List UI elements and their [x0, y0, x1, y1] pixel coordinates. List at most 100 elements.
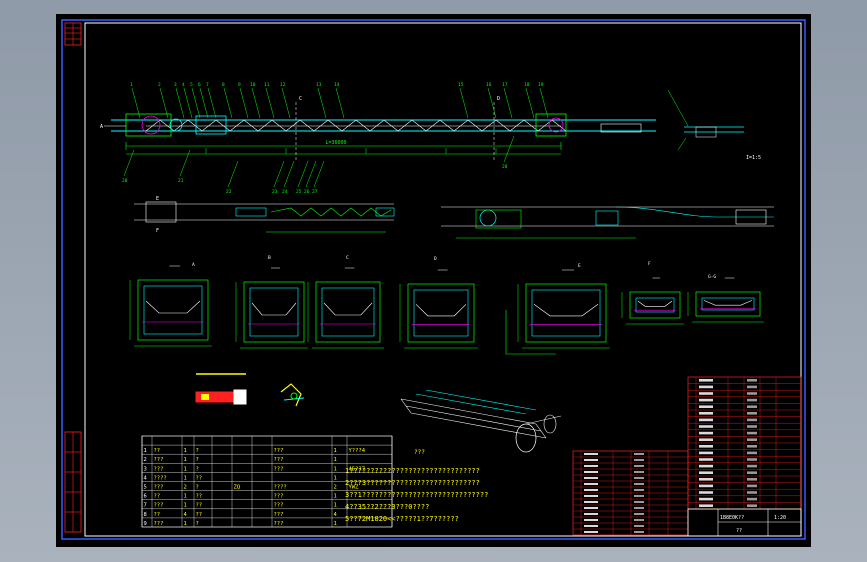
parts-table-cell: ???	[274, 503, 284, 509]
parts-table-cell: ???	[274, 457, 284, 463]
parts-table-cell: ??	[196, 512, 203, 518]
parts-table-cell: YWZ	[349, 485, 360, 491]
parts-table-cell: 1	[184, 494, 187, 500]
bill-of-materials	[572, 376, 802, 536]
leader-balloon-bottom: 24	[282, 189, 288, 195]
leader-balloon-bottom: 28	[502, 164, 508, 170]
leader-balloon-top: 4	[182, 82, 185, 88]
parts-table-cell: 2	[334, 485, 337, 491]
isometric-frame-detail[interactable]	[400, 389, 562, 453]
parts-table-cell: 9	[144, 521, 147, 527]
plan-view-right[interactable]	[441, 206, 774, 239]
parts-table-cell: ?	[196, 485, 199, 491]
cross-section-label: G-G	[708, 274, 716, 280]
parts-table-cell: 3	[144, 466, 147, 472]
parts-table-cell: ZQ	[234, 485, 241, 491]
parts-table-cell: ????	[274, 485, 287, 491]
leader-balloon-top: 14	[334, 82, 340, 88]
cross-section-view[interactable]	[517, 269, 610, 349]
parts-table-cell: 2	[184, 485, 187, 491]
leader-balloon-top: 18	[524, 82, 530, 88]
cross-section-label: A	[192, 262, 195, 268]
section-label-f: F	[156, 228, 159, 234]
tech-req-line-5: 5??72M1820<<?????1??7??????	[345, 515, 459, 523]
parts-table-cell: ?	[196, 466, 199, 472]
parts-table-cell: 1	[144, 448, 147, 454]
leader-balloon-bottom: 22	[226, 189, 232, 195]
cross-section-view[interactable]	[399, 269, 478, 349]
parts-table-cell: ???	[274, 466, 284, 472]
leader-balloon-top: 17	[502, 82, 508, 88]
cross-section-view[interactable]	[235, 267, 308, 349]
leader-balloon-top: 1	[130, 82, 133, 88]
parts-table-cell: 1	[184, 503, 187, 509]
title-block-scale: 1:20	[774, 515, 786, 521]
parts-table-cell: 6	[144, 494, 147, 500]
parts-table-cell: 1	[334, 448, 337, 454]
leader-balloon-bottom: 20	[122, 178, 128, 184]
parts-table-cell: ?	[196, 457, 199, 463]
cross-section-view[interactable]	[129, 265, 212, 347]
plan-view-left[interactable]: E F	[134, 196, 395, 234]
leader-balloon-bottom: 26	[304, 189, 310, 195]
parts-table-cell: ??	[154, 494, 161, 500]
bracket-detail[interactable]	[280, 383, 305, 407]
leader-balloon-top: 6	[198, 82, 201, 88]
parts-table-cell: 7	[144, 503, 147, 509]
parts-table-cell: ???	[154, 466, 164, 472]
parts-table-cell: ???	[154, 503, 164, 509]
cross-section-label: E	[578, 263, 581, 269]
parts-table-cell: ?	[196, 448, 199, 454]
parts-table-cell: ????	[154, 475, 167, 481]
leader-balloon-top: 7	[206, 82, 209, 88]
leader-balloon-top: 2	[158, 82, 161, 88]
parts-table-cell: Y???4	[349, 448, 366, 454]
parts-table-cell: ??	[154, 448, 161, 454]
cross-section-label: B	[268, 255, 271, 261]
left-margin-strip-top	[64, 22, 82, 46]
view-detail-label: I=1:5	[746, 155, 761, 161]
cross-section-view[interactable]	[687, 277, 764, 323]
parts-table-cell: 45??7	[349, 466, 366, 472]
parts-table-cell: ?	[196, 521, 199, 527]
leader-balloon-top: 19	[538, 82, 544, 88]
main-length-dimension: L=36000	[325, 140, 346, 146]
leader-balloon-top: 9	[238, 82, 241, 88]
parts-table-cell: 1	[184, 466, 187, 472]
tech-req-line-1: 1???????????????????????????????	[345, 467, 480, 475]
parts-table-cell: ???	[274, 512, 284, 518]
parts-table-cell: 1	[334, 475, 337, 481]
parts-table-cell: ???	[154, 485, 164, 491]
cross-section-view[interactable]	[307, 267, 384, 349]
tail-end-detail[interactable]: I=1:5	[667, 89, 761, 161]
parts-table-cell: 1	[184, 448, 187, 454]
parts-table-cell: ???	[154, 457, 164, 463]
leader-balloon-top: 5	[190, 82, 193, 88]
parts-table-cell: 1	[334, 494, 337, 500]
parts-table-cell: 1	[334, 457, 337, 463]
drawing-inner-frame	[84, 22, 802, 537]
main-conveyor-elevation[interactable]: L=36000 A C D	[100, 96, 656, 160]
cross-section-view[interactable]	[621, 277, 684, 325]
idler-detail-red[interactable]	[195, 373, 247, 405]
parts-table-cell: 1	[184, 475, 187, 481]
parts-table-cell: 1	[334, 521, 337, 527]
leader-balloon-bottom: 27	[312, 189, 318, 195]
parts-table-cell: ???	[274, 494, 284, 500]
leader-balloon-bottom: 23	[272, 189, 278, 195]
tech-req-line-2: 2???3???????????????????????????	[345, 479, 480, 487]
left-margin-strip-bottom	[64, 431, 82, 533]
parts-table-cell: 4	[184, 512, 188, 518]
parts-table-cell: ???	[274, 448, 284, 454]
parts-table-cell: ??	[196, 494, 203, 500]
title-block-drawing-number: ??	[736, 528, 742, 534]
section-label-c: C	[299, 96, 302, 102]
technical-requirements: ??? 1??????????????????????????????? 2??…	[345, 449, 488, 523]
section-label-a: A	[100, 124, 103, 130]
